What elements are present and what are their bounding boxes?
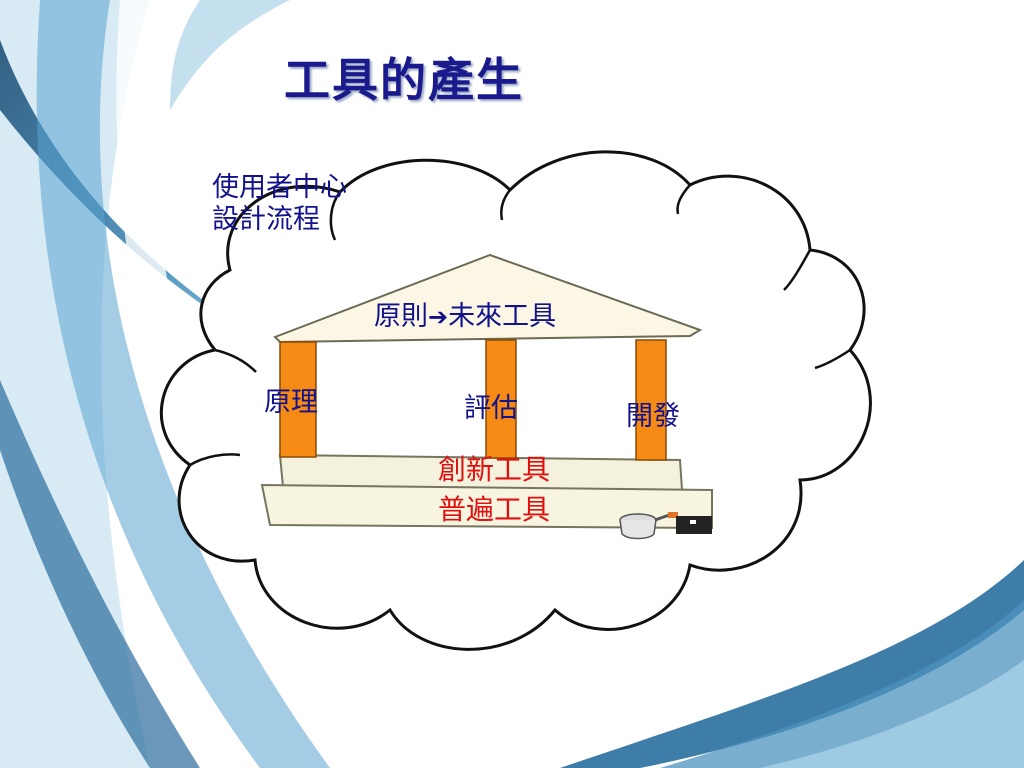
roof-label-left: 原則 — [374, 301, 428, 332]
pillar-label-middle: 評估 — [464, 393, 518, 424]
temple-pillar-left — [279, 341, 317, 458]
roof-label: 原則➔未來工具 — [374, 294, 556, 333]
cloud-label: 使用者中心 設計流程 — [212, 172, 347, 236]
base-label-lower: 普遍工具 — [438, 493, 551, 526]
pillar-label-left: 原理 — [264, 387, 318, 418]
temple-roof — [273, 253, 703, 344]
base-label-upper: 創新工具 — [438, 453, 551, 486]
roof-label-right: 未來工具 — [448, 301, 557, 332]
temple-pillar-middle — [485, 339, 517, 459]
cloud-label-line-1: 使用者中心 — [212, 172, 347, 203]
pillar-label-right: 開發 — [626, 401, 680, 432]
cloud-label-line-2: 設計流程 — [212, 204, 320, 235]
temple-pillar-right — [635, 339, 667, 461]
arrow-right-icon: ➔ — [428, 303, 449, 331]
temple-base — [260, 453, 713, 530]
slide-title: 工具的產生 — [284, 53, 524, 107]
cooking-pot-icon — [619, 512, 712, 540]
